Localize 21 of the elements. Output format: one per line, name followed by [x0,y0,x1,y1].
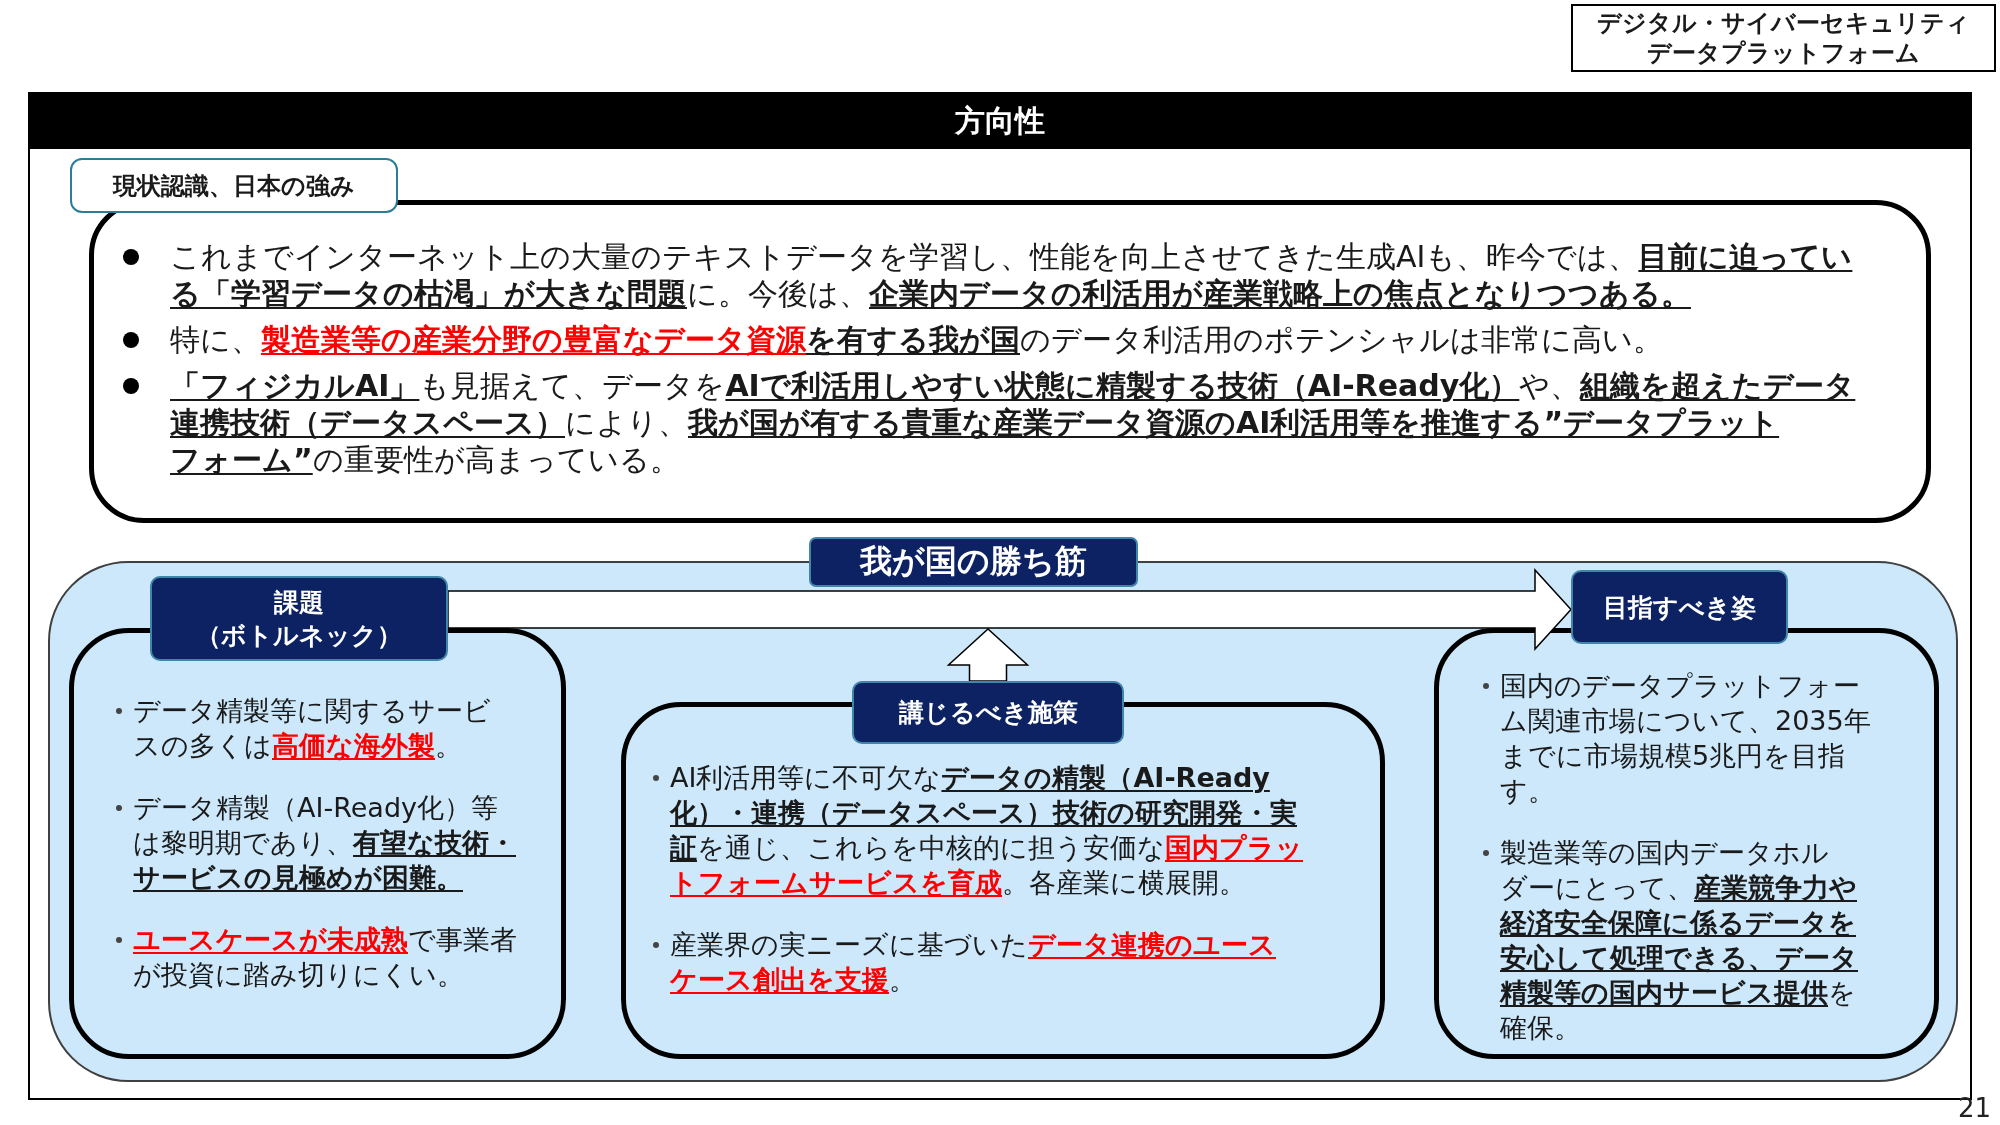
tab-label: 目指すべき姿 [1571,570,1788,644]
bullet-text: ユースケースが未成熟で事業者が投資に踏み切りにくい。 [111,922,518,992]
bullet-text: 国内のデータプラットフォーム関連市場について、2035年までに市場規模5兆円を目指す。 [1478,668,1875,808]
section-label: デジタル・サイバーセキュリティデータプラットフォーム [1571,4,1996,72]
bullet-text: 産業界の実ニーズに基づいたデータ連携のユースケース創出を支援。 [648,927,1305,997]
bullet-text: 「フィジカルAI」も見据えて、データをAIで利活用しやすい状態に精製する技術（AI-Ready化）や、組織を超えたデータ連携技術（データスペース）により、我が国が有する貴重な産業データ資源のAI利活用等を推進する”データプラットフォーム”の重要性が高まっている。 [122,367,1864,478]
bullet-text: 製造業等の国内データホルダーにとって、産業競争力や経済安全保障に係るデータを安心して処理できる、データ精製等の国内サービス提供を確保。 [1478,835,1875,1045]
title-badge: 我が国の勝ち筋 [809,537,1138,587]
page-number: 21 [1958,1093,1992,1123]
header-bar: 方向性 [30,94,1970,149]
bullet-text: AI利活用等に不可欠なデータの精製（AI-Ready化）・連携（データスペース）技術の研究開発・実証を通じ、これらを中核的に担う安価な国内プラットフォームサービスを育成。各産業に横展開。 [648,760,1305,900]
rounded-text-panel [89,200,1931,523]
tab-label: 課題（ボトルネック） [150,576,448,661]
bullet-text: これまでインターネット上の大量のテキストデータを学習し、性能を向上させてきた生成AIも、昨今では、目前に迫っている「学習データの枯渇」が大きな問題に。今後は、企業内データの利活用が産業戦略上の焦点となりつつある。 [122,238,1864,312]
block-arrow [946,628,1030,682]
bullet-text: 特に、製造業等の産業分野の豊富なデータ資源を有する我が国のデータ利活用のポテンシャルは非常に高い。 [122,321,1864,358]
tab-label: 現状認識、日本の強み [70,158,398,213]
block-arrow [447,568,1572,651]
tab-label: 講じるべき施策 [852,681,1124,744]
bullet-text: データ精製等に関するサービスの多くは高価な海外製。 [111,693,518,763]
bullet-text: データ精製（AI-Ready化）等は黎明期であり、有望な技術・サービスの見極めが困難。 [111,790,518,895]
